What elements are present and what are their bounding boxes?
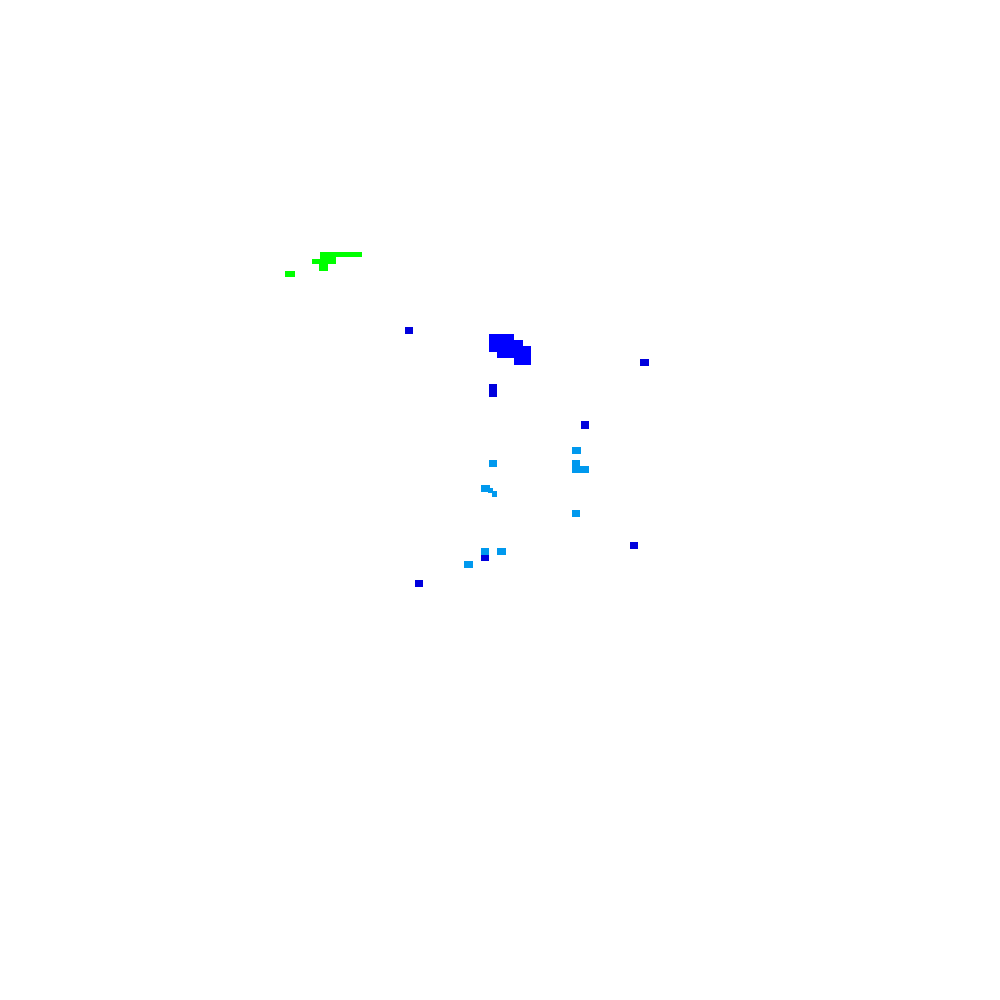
- map-cell-green-5: [285, 271, 295, 277]
- map-cell-cyan-blue-6: [488, 488, 493, 493]
- map-cell-cyan-blue-9: [481, 548, 489, 555]
- map-cell-dark-blue-1: [405, 327, 413, 334]
- map-cell-dark-blue-7: [415, 580, 423, 587]
- map-layer-blue: [489, 334, 531, 365]
- map-cell-cyan-blue-2: [489, 460, 497, 467]
- map-layer-dark-blue: [405, 327, 649, 587]
- map-cell-cyan-blue-8: [572, 510, 580, 517]
- map-cell-dark-blue-3: [489, 384, 497, 397]
- map-cell-blue-3: [514, 346, 531, 365]
- map-cell-dark-blue-6: [481, 553, 489, 561]
- map-cell-cyan-blue-11: [464, 561, 473, 568]
- map-cell-cyan-blue-1: [572, 447, 581, 454]
- map-cell-dark-blue-4: [581, 421, 589, 429]
- map-cell-green-3: [312, 259, 324, 264]
- map-cell-green-1: [320, 252, 362, 257]
- map-cell-cyan-blue-10: [497, 548, 506, 555]
- map-layer-green: [285, 252, 362, 277]
- map-layer-cyan-blue: [464, 447, 589, 568]
- map-cell-green-4: [319, 264, 328, 271]
- map-cell-dark-blue-2: [640, 359, 649, 366]
- map-cell-green-2: [320, 256, 336, 264]
- map-cell-cyan-blue-4: [572, 466, 589, 473]
- map-cell-cyan-blue-5: [481, 485, 490, 492]
- map-cell-dark-blue-5: [630, 542, 638, 549]
- map-cell-cyan-blue-7: [492, 491, 497, 497]
